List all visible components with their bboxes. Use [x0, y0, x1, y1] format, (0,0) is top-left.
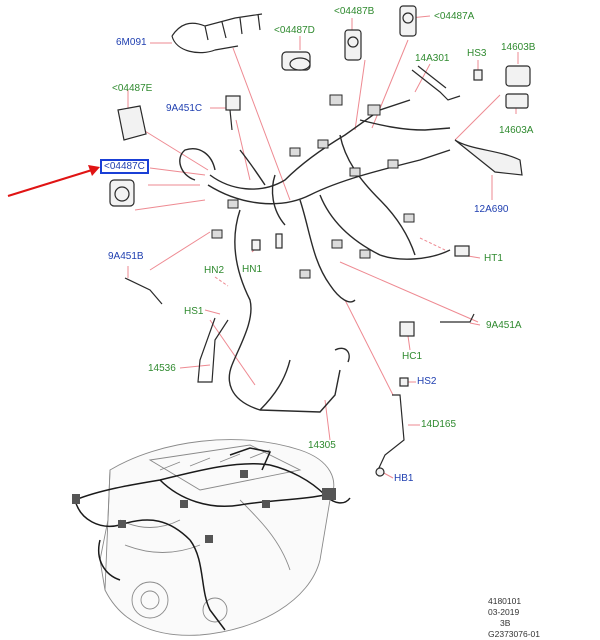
callout-14D165[interactable]: 14D165 [421, 419, 457, 430]
harness-connectors [211, 94, 415, 279]
callout-14536[interactable]: 14536 [148, 363, 176, 374]
component-shapes [109, 5, 531, 477]
callout-9A451B[interactable]: 9A451B [108, 251, 144, 262]
callout-HB1[interactable]: HB1 [394, 473, 414, 484]
callout-HN1[interactable]: HN1 [242, 264, 263, 275]
callout-HT1[interactable]: HT1 [484, 253, 503, 264]
callout-04487E[interactable]: <04487E [112, 83, 153, 94]
callout-HN2[interactable]: HN2 [204, 265, 225, 276]
callout-12A690[interactable]: 12A690 [474, 204, 509, 215]
selection-pointer-arrow [7, 165, 100, 198]
callout-14305[interactable]: 14305 [308, 440, 336, 451]
main-harness-trunk [179, 99, 451, 413]
engine-illustration [99, 439, 335, 636]
callout-14A301[interactable]: 14A301 [415, 53, 450, 64]
callout-HC1[interactable]: HC1 [402, 351, 423, 362]
callout-HS3[interactable]: HS3 [467, 48, 487, 59]
drawing-meta-line1: 4180101 [488, 596, 522, 606]
drawing-meta-line3: 3B [500, 618, 511, 628]
callout-14603B[interactable]: 14603B [501, 42, 536, 53]
callout-9A451C[interactable]: 9A451C [166, 103, 203, 114]
callout-HS2[interactable]: HS2 [417, 376, 437, 387]
callout-04487D[interactable]: <04487D [274, 25, 315, 36]
callout-14603A[interactable]: 14603A [499, 125, 534, 136]
callout-9A451A[interactable]: 9A451A [486, 320, 522, 331]
callout-04487B[interactable]: <04487B [334, 6, 375, 17]
callout-6M091[interactable]: 6M091 [116, 37, 147, 48]
engine-harness-connectors [72, 470, 336, 543]
drawing-meta-line4: G2373076-01 [488, 629, 540, 639]
callout-04487C-selected[interactable]: <04487C [100, 159, 149, 174]
callout-HS1[interactable]: HS1 [184, 306, 204, 317]
drawing-meta-line2: 03-2019 [488, 607, 520, 617]
callout-04487A[interactable]: <04487A [434, 11, 475, 22]
